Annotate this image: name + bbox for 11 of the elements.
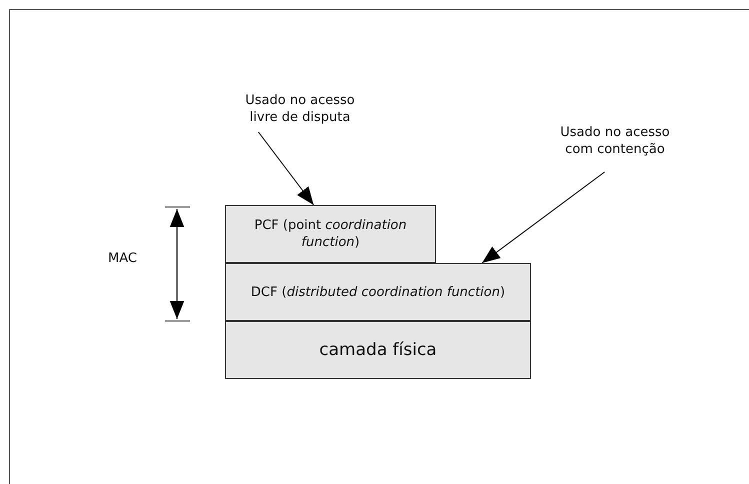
layer-label: DCF (distributed coordination function) [250,284,506,300]
layer-label: camada física [319,342,437,358]
layer-box [225,263,531,321]
arrow [258,132,314,206]
annotation-text: Usado no acesso com contenção [559,124,671,158]
annotation-text: Usado no acesso livre de disputa [244,92,356,126]
side-label: MAC [108,250,137,267]
layer-label: PCF (point coordination function) [253,217,408,251]
layer-box [225,205,436,263]
layer-box [225,321,531,379]
arrow [482,172,606,264]
